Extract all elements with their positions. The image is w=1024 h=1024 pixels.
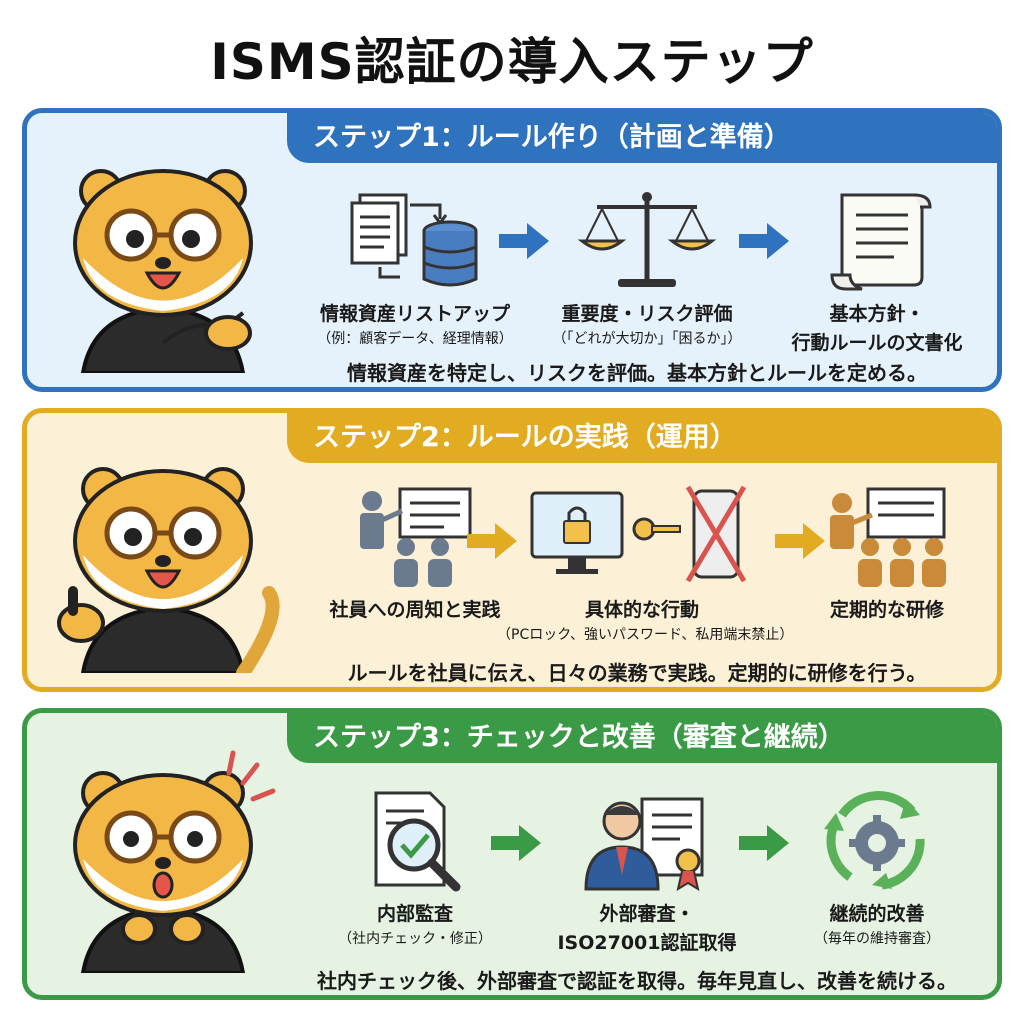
step3-item-label: 継続的改善 [829, 903, 925, 925]
step3-item-improvement: 継続的改善 （毎年の維持審査） [757, 785, 997, 948]
step2-item-sub: （PCロック、強いパスワード、私用端末禁止） [497, 627, 794, 643]
step2-heading: ステップ2：ルールの実践（運用） [287, 413, 997, 463]
presentation-icon [360, 487, 472, 587]
step3-item-sub: （社内チェック・修正） [338, 931, 492, 947]
step1-item-label: 情報資産リストアップ [319, 303, 510, 325]
arrow-right-icon [467, 523, 517, 559]
step2-item-label: 定期的な研修 [829, 599, 944, 621]
audit-magnifier-icon [374, 791, 461, 892]
training-icon [830, 487, 946, 587]
arrow-right-icon [739, 825, 789, 861]
step1-item-sub: （「どれが大切か」「困るか」） [552, 331, 742, 347]
step1-item-label: 重要度・リスク評価 [561, 303, 733, 325]
step1-item-sub: 行動ルールの文書化 [791, 332, 963, 354]
step2-summary: ルールを社員に伝え、日々の業務で実践。定期的に研修を行う。 [347, 661, 927, 685]
step3-item-internal-audit: 内部監査 （社内チェック・修正） [295, 785, 535, 948]
step1-panel: ステップ1：ルール作り（計画と準備） [22, 108, 1002, 392]
step3-item-sub: ISO27001認証取得 [557, 932, 737, 954]
step2-item-action: 具体的な行動 （PCロック、強いパスワード、私用端末禁止） [497, 481, 794, 644]
step3-item-label: 内部監査 [376, 903, 453, 925]
arrow-right-icon [499, 223, 549, 259]
step1-item-sub: （例：顧客データ、経理情報） [317, 331, 513, 347]
document-database-icon [350, 193, 478, 287]
step3-item-sub: （毎年の維持審査） [814, 931, 940, 947]
step3-panel: ステップ3：チェックと改善（審査と継続） 内部監査 （社内チェック・修正） [22, 708, 1002, 1000]
otter-thumbs-up-icon [57, 467, 280, 673]
cycle-gear-icon [824, 791, 925, 890]
auditor-certificate-icon [584, 797, 704, 892]
page-title: ISMS認証の導入ステップ [210, 33, 814, 91]
step3-item-label: 外部審査・ [599, 903, 695, 925]
arrow-right-icon [739, 223, 789, 259]
step1-item-asset-list: 情報資産リストアップ （例：顧客データ、経理情報） [295, 185, 535, 348]
step3-heading: ステップ3：チェックと改善（審査と継続） [287, 713, 997, 763]
step3-summary: 社内チェック後、外部審査で認証を取得。毎年見直し、改善を続ける。 [317, 969, 957, 993]
step2-item-training: 定期的な研修 [787, 481, 987, 622]
step1-item-policy: 基本方針・ 行動ルールの文書化 [757, 185, 997, 355]
arrow-right-icon [775, 523, 825, 559]
otter-pointing-icon [73, 169, 253, 373]
step1-heading: ステップ1：ルール作り（計画と準備） [287, 113, 997, 163]
scroll-icon [830, 193, 932, 291]
arrow-right-icon [491, 825, 541, 861]
step3-item-external-audit: 外部審査・ ISO27001認証取得 [527, 785, 767, 955]
step2-item-label: 社員への周知と実践 [329, 599, 501, 621]
lock-key-phone-icon [530, 485, 747, 583]
step2-item-notice: 社員への周知と実践 [295, 481, 535, 622]
step1-summary: 情報資産を特定し、リスクを評価。基本方針とルールを定める。 [347, 361, 927, 385]
step2-panel: ステップ2：ルールの実践（運用） 社員への周知 [22, 408, 1002, 692]
scales-icon [577, 192, 717, 287]
step2-item-label: 具体的な行動 [584, 599, 699, 621]
step1-item-label: 基本方針・ [829, 303, 925, 325]
otter-surprised-icon [73, 750, 276, 973]
step1-item-risk: 重要度・リスク評価 （「どれが大切か」「困るか」） [527, 185, 767, 348]
